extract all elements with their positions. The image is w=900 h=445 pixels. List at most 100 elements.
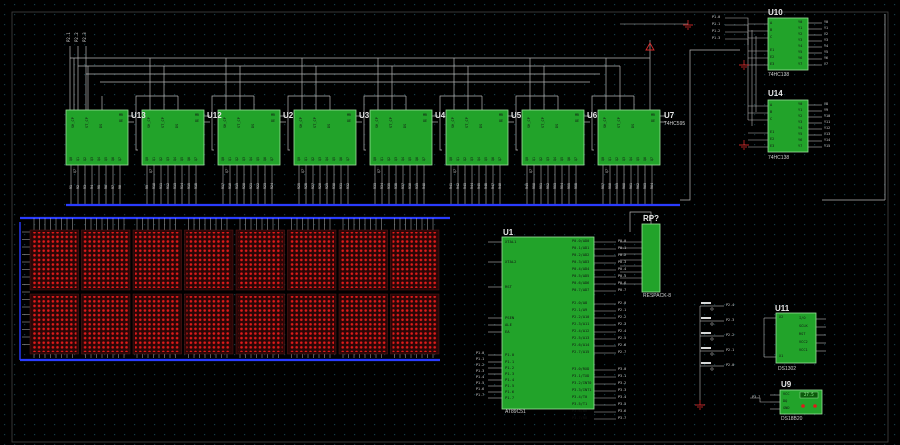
chain-link [363,95,406,151]
ref-u4[interactable]: U4 [435,111,446,120]
decoder-pin-label: E3 [770,62,775,66]
net-label: P3.0 [618,367,627,371]
pin-label: ST_CP [465,117,469,128]
decoder-pin-label: Y4 [798,126,803,130]
shift-register-u7 [597,109,661,166]
net-label: P0.2 [618,253,627,257]
net-label: R40 [421,183,426,189]
net-label: R5 [96,185,101,189]
net-label: R7 [110,185,115,189]
pin-label: SH_CP [299,117,303,128]
mcu-pin-label: P2.6/A14 [572,343,590,347]
chain-link [515,95,558,151]
pin-label: Q6 [566,156,571,161]
net-label: Y14 [824,138,831,142]
net-label: Y0 [824,20,829,24]
led-dots [83,232,128,288]
ref-u5[interactable]: U5 [511,111,522,120]
pin-label: Q7 [345,156,350,161]
pin-label: SH_CP [71,117,75,128]
decoder-pin-label: Y0 [798,20,803,24]
ref-u7[interactable]: U7 [664,111,675,120]
button-contact [710,352,714,356]
ref-u11[interactable]: U11 [775,304,790,313]
pin-label: MR [423,113,427,117]
net-label: Y8 [824,102,829,106]
mcu-pin-label: P2.1/A9 [572,308,588,312]
pin-label: Q1 [455,156,460,161]
pin-label: Q2 [82,156,87,161]
net-label: R10 [151,183,156,189]
ref-u3[interactable]: U3 [359,111,370,120]
button-contact [710,307,714,311]
decoder-pin-label: Y3 [798,38,803,42]
ref-u10[interactable]: U10 [768,8,783,17]
button-label: P2.0 [726,363,735,367]
pin-label: MR [119,113,123,117]
led-dots [135,296,180,352]
net-label: R54 [559,183,564,189]
net-label: R63 [642,183,647,189]
net-label: P1.7 [476,393,485,397]
mcu-pin-label: P2.5/A13 [572,336,590,340]
led-dots [341,296,386,352]
pin-label: DS [479,123,483,128]
pin-label: Q2 [538,156,543,161]
ref-u2[interactable]: U2 [283,111,294,120]
shift-register-u13 [65,109,129,166]
pin-label: OE [119,119,123,123]
led-dots [186,232,231,288]
mcu-pin-label: P0.2/AD2 [572,253,590,257]
button-label: P2.3 [726,318,735,322]
pin-label: MR [575,113,579,117]
net-label: R60 [621,183,626,189]
mcu-pin-label: P1.1 [505,359,515,364]
net-label: Y10 [824,114,831,118]
pin-label: MR [651,113,655,117]
button-contact [710,322,714,326]
pin-label: Q5 [559,156,564,161]
net-label: R18 [227,183,232,189]
pin-label: SH_CP [527,117,531,128]
pin-label: Q1 [151,156,156,161]
ref-u14[interactable]: U14 [768,89,783,98]
pin-label: ST_CP [313,117,317,128]
led-dots [238,232,283,288]
net-label: R64 [649,183,654,189]
decoder-pin-label: Y5 [798,50,803,54]
mcu-pin-label: P0.5/AD5 [572,274,590,278]
button-contact [710,337,714,341]
mcu-pin-label: XTAL2 [505,259,517,264]
mcu-pin-label: EA [505,329,510,334]
mcu-pin-label: P3.5/T1 [572,402,588,406]
net-label: R21 [248,183,253,189]
ref-u1[interactable]: U1 [503,228,514,237]
button-label: P2.4 [726,303,735,307]
net-label: P2.0 [618,301,627,305]
net-label: R53 [552,183,557,189]
pin-label: Q1 [227,156,232,161]
ref-u9[interactable]: U9 [781,380,792,389]
pin-label: ST_CP [617,117,621,128]
type-u1: AT89C51 [505,409,526,415]
pin-label: OE [575,119,579,123]
ref-u13[interactable]: U13 [131,111,146,120]
decoder-pin-label: C [770,117,773,121]
net-label: P1.3 [476,369,485,373]
ref-u6[interactable]: U6 [587,111,598,120]
pin-label: Q1 [379,156,384,161]
pin-label: Q7 [649,156,654,161]
ref-u12[interactable]: U12 [207,111,222,120]
sensor-pin-label: VCC [783,392,790,396]
ref-rp[interactable]: RP? [643,214,659,223]
pin-label: Q0 [220,156,225,161]
pin-label: Q6 [338,156,343,161]
pin-label: Q2 [386,156,391,161]
net-label: P1.3 [712,36,721,40]
net-label: P2.1 [618,308,627,312]
rtc-pin-label: X1 [779,354,784,358]
mcu-pin-label: P2.2/A10 [572,315,590,319]
net-label: P3.2 [618,381,627,385]
led-dots [135,232,180,288]
led-dots [83,296,128,352]
